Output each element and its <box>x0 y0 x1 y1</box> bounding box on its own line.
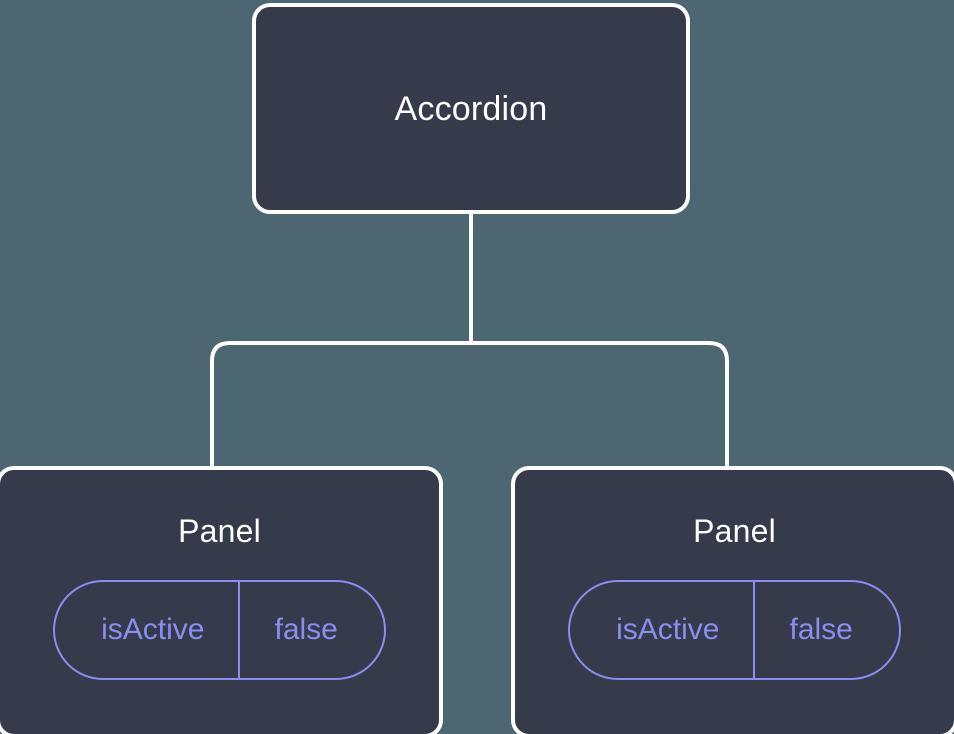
prop-key-isactive-left: isActive <box>101 613 205 646</box>
node-panel-left[interactable]: Panel isActive false <box>0 466 443 734</box>
prop-value-isactive-left: false <box>238 582 383 678</box>
node-panel-right[interactable]: Panel isActive false <box>511 466 954 734</box>
prop-key-isactive-right: isActive <box>616 613 720 646</box>
node-title-accordion: Accordion <box>394 89 548 128</box>
prop-value-isactive-right: false <box>753 582 898 678</box>
node-title-panel-left: Panel <box>178 513 261 549</box>
edge-root-to-right-panel <box>469 210 729 470</box>
edge-root-to-left-panel <box>210 210 473 470</box>
prop-pill-isactive-left[interactable]: isActive false <box>53 580 386 680</box>
node-title-panel-right: Panel <box>693 513 776 549</box>
prop-pill-isactive-right[interactable]: isActive false <box>568 580 901 680</box>
node-accordion[interactable]: Accordion <box>252 3 690 214</box>
